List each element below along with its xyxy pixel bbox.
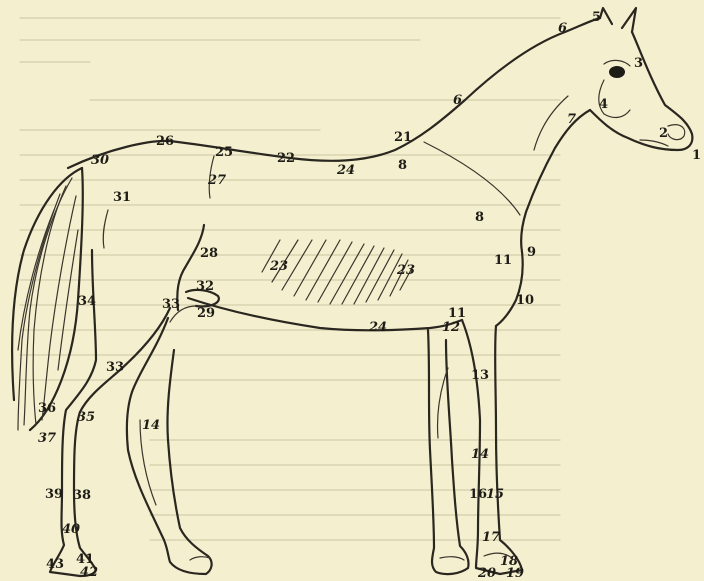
label-21: 21 (394, 130, 412, 145)
label-25: 25 (215, 145, 233, 160)
label-11-chest: 11 (494, 253, 512, 268)
label-28: 28 (200, 246, 218, 261)
label-38: 38 (73, 488, 91, 503)
label-4: 4 (599, 97, 608, 112)
label-27: 27 (207, 173, 226, 188)
label-3: 3 (634, 56, 643, 71)
label-15: 15 (486, 487, 504, 502)
label-10: 10 (516, 293, 534, 308)
label-24-loin: 24 (336, 163, 355, 178)
label-14-fore: 14 (471, 447, 489, 462)
label-8-withers: 8 (398, 158, 407, 173)
label-5: 5 (592, 10, 601, 25)
eye-icon (609, 66, 625, 78)
label-23-right: 23 (396, 263, 415, 278)
label-33-stifle: 33 (162, 297, 180, 312)
label-16: 16 (469, 487, 487, 502)
label-13: 13 (471, 368, 489, 383)
label-24-belly: 24 (368, 320, 387, 335)
label-30: 30 (91, 153, 109, 168)
label-9: 9 (527, 245, 536, 260)
label-35: 35 (77, 410, 95, 425)
label-2: 2 (659, 126, 668, 141)
label-12: 12 (442, 320, 460, 335)
label-14-hind: 14 (142, 418, 160, 433)
label-32: 32 (196, 279, 214, 294)
body-outline (68, 8, 692, 330)
label-34: 34 (78, 294, 96, 309)
tail (12, 168, 83, 430)
label-29: 29 (197, 306, 215, 321)
label-26: 26 (156, 134, 174, 149)
label-23-left: 23 (269, 259, 288, 274)
label-11-elbow: 11 (448, 306, 466, 321)
label-20: 20 (477, 566, 496, 581)
label-6-poll: 6 (558, 21, 567, 36)
label-8-shoulder: 8 (475, 210, 484, 225)
label-22: 22 (277, 151, 295, 166)
label-17: 17 (482, 530, 500, 545)
label-7: 7 (567, 112, 576, 127)
label-31: 31 (113, 190, 131, 205)
label-6-crest: 6 (453, 93, 462, 108)
label-39: 39 (45, 487, 63, 502)
label-43: 43 (46, 557, 64, 572)
label-19: 19 (506, 566, 524, 581)
label-33-gaskin: 33 (106, 360, 124, 375)
label-37: 37 (38, 431, 56, 446)
label-1: 1 (692, 148, 701, 163)
label-40: 40 (62, 522, 80, 537)
label-36: 36 (38, 401, 56, 416)
label-42: 42 (80, 565, 98, 580)
